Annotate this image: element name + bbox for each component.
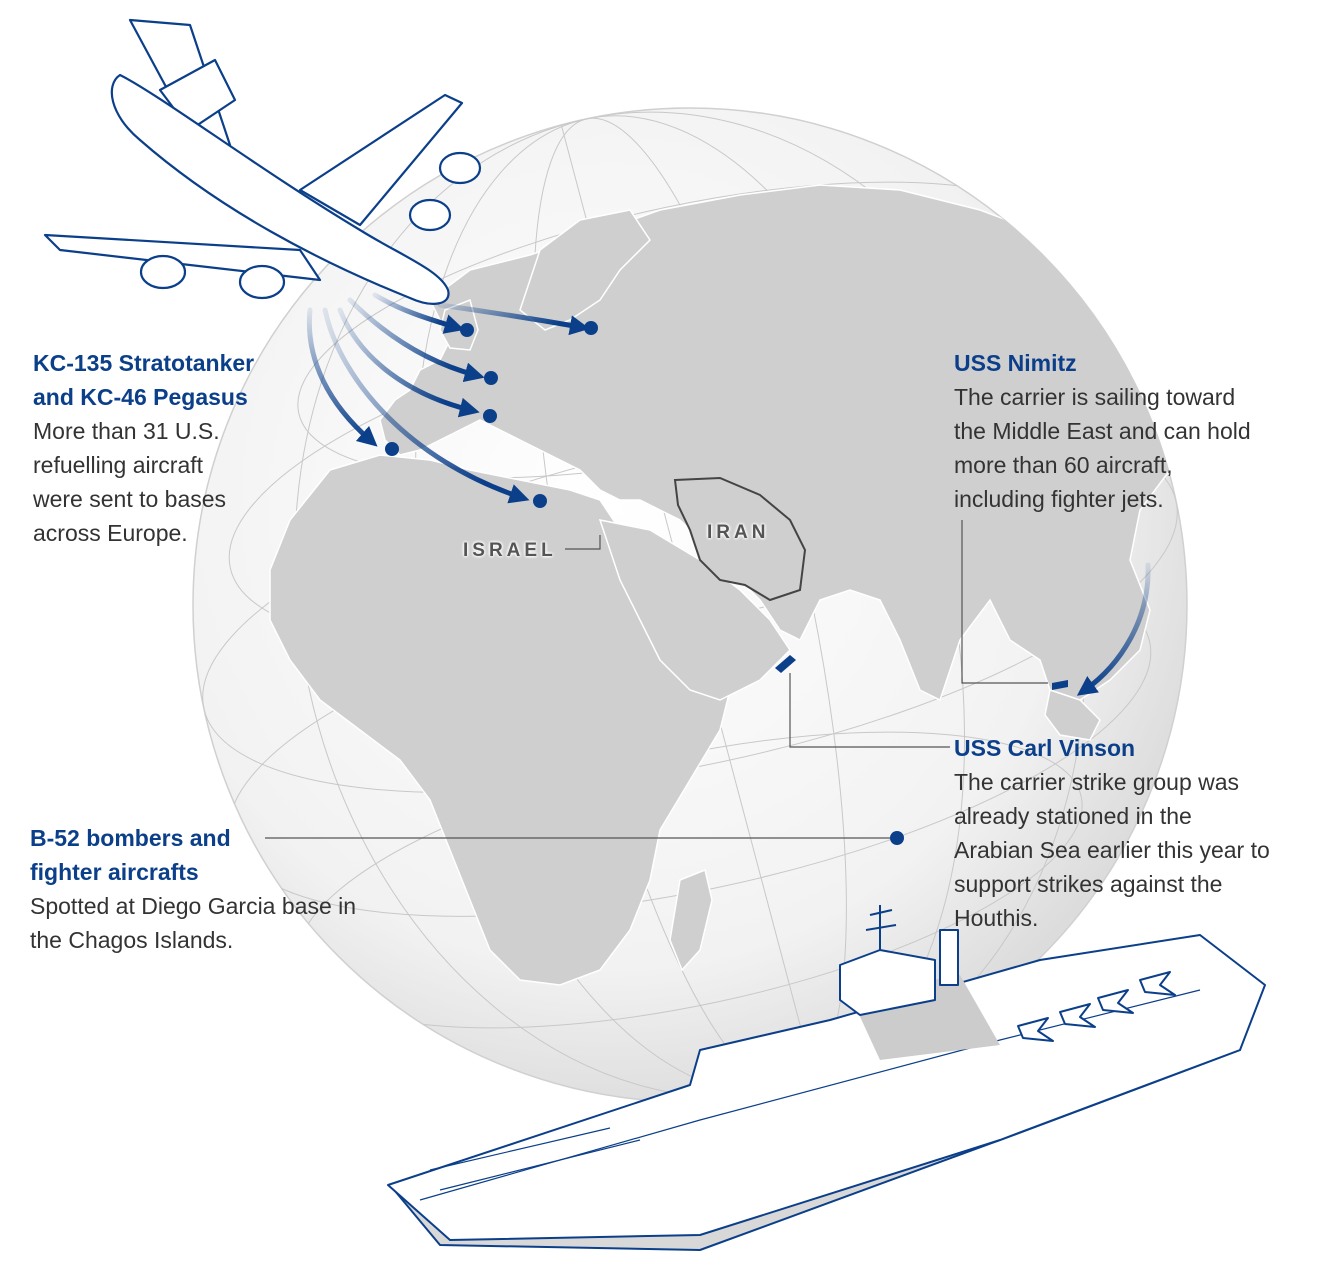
vinson-body-line: Arabian Sea earlier this year to bbox=[954, 837, 1270, 863]
base-marker bbox=[483, 409, 497, 423]
nimitz-annotation: USS Nimitz The carrier is sailing toward… bbox=[954, 346, 1314, 516]
nimitz-body-line: more than 60 aircraft, bbox=[954, 452, 1173, 478]
base-marker bbox=[484, 371, 498, 385]
bombers-title-line2: fighter aircrafts bbox=[30, 859, 199, 885]
nimitz-ship-icon bbox=[1052, 680, 1068, 690]
vinson-leader bbox=[789, 673, 950, 748]
nimitz-title: USS Nimitz bbox=[954, 350, 1077, 376]
tankers-body-line: More than 31 U.S. bbox=[33, 418, 220, 444]
carrier-deck-stripe bbox=[439, 1139, 641, 1191]
jet-icon bbox=[1139, 971, 1176, 996]
bombers-body-line: Spotted at Diego Garcia base in bbox=[30, 893, 357, 919]
carl-vinson-ship-icon bbox=[775, 655, 796, 673]
airplane-right-wing bbox=[298, 93, 464, 227]
arrow-to-baltic bbox=[437, 302, 590, 336]
nimitz-body-line: the Middle East and can hold bbox=[954, 418, 1251, 444]
nimitz-body-line: including fighter jets. bbox=[954, 486, 1164, 512]
vinson-title: USS Carl Vinson bbox=[954, 735, 1136, 761]
arrow-nimitz bbox=[1076, 562, 1151, 696]
madagascar bbox=[669, 868, 713, 972]
iran-outline bbox=[673, 476, 807, 602]
arrow-to-italy bbox=[337, 307, 480, 418]
nimitz-body-line: The carrier is sailing toward bbox=[954, 384, 1236, 410]
vinson-body-line: Houthis. bbox=[954, 905, 1039, 931]
country-label-israel: ISRAEL bbox=[463, 540, 557, 561]
bombers-body-line: the Chagos Islands. bbox=[30, 927, 234, 953]
diego-garcia-marker bbox=[890, 831, 904, 845]
carrier-mast bbox=[865, 905, 897, 950]
vinson-annotation: USS Carl Vinson The carrier strike group… bbox=[954, 731, 1314, 935]
country-label-iran: IRAN bbox=[707, 522, 770, 543]
base-marker bbox=[584, 321, 598, 335]
southeast-asia bbox=[1044, 689, 1101, 741]
arrow-to-uk bbox=[372, 292, 465, 334]
engine-icon bbox=[408, 198, 452, 232]
arrow-to-greece bbox=[322, 307, 530, 504]
tankers-title-line2: and KC-46 Pegasus bbox=[33, 384, 248, 410]
aircraft-carrier bbox=[387, 905, 1266, 1251]
base-marker bbox=[533, 494, 547, 508]
tanker-airplane bbox=[43, 18, 482, 305]
deployment-arrows bbox=[306, 292, 1151, 696]
jet-icon bbox=[1097, 989, 1134, 1014]
carrier-deck bbox=[387, 934, 1266, 1241]
tankers-body-line: were sent to bases bbox=[33, 486, 227, 512]
vinson-body-line: already stationed in the bbox=[954, 803, 1192, 829]
base-marker bbox=[385, 442, 399, 456]
carrier-tower bbox=[939, 929, 959, 986]
base-marker bbox=[460, 323, 474, 337]
bombers-title-line1: B-52 bombers and bbox=[30, 825, 231, 851]
tankers-title-line1: KC-135 Stratotanker bbox=[33, 350, 255, 376]
jet-icon bbox=[1059, 1003, 1096, 1028]
jet-icon bbox=[1017, 1017, 1054, 1042]
engine-icon bbox=[139, 254, 187, 290]
engine-icon bbox=[238, 264, 286, 300]
tankers-annotation: KC-135 Stratotanker and KC-46 Pegasus Mo… bbox=[33, 346, 333, 550]
vinson-body-line: The carrier strike group was bbox=[954, 769, 1240, 795]
israel-leader bbox=[565, 535, 601, 550]
nimitz-leader bbox=[961, 520, 1048, 684]
tankers-body-line: across Europe. bbox=[33, 520, 188, 546]
africa bbox=[269, 454, 731, 986]
landmasses bbox=[269, 184, 1187, 986]
bombers-annotation: B-52 bombers and fighter aircrafts Spott… bbox=[30, 821, 410, 957]
base-markers bbox=[385, 321, 904, 845]
engine-icon bbox=[438, 151, 482, 185]
vinson-body-line: support strikes against the bbox=[954, 871, 1223, 897]
carrier-deck-stripe bbox=[429, 1127, 611, 1171]
arrow-to-spain bbox=[306, 307, 378, 447]
arrow-to-germany bbox=[347, 297, 485, 383]
tankers-body-line: refuelling aircraft bbox=[33, 452, 204, 478]
